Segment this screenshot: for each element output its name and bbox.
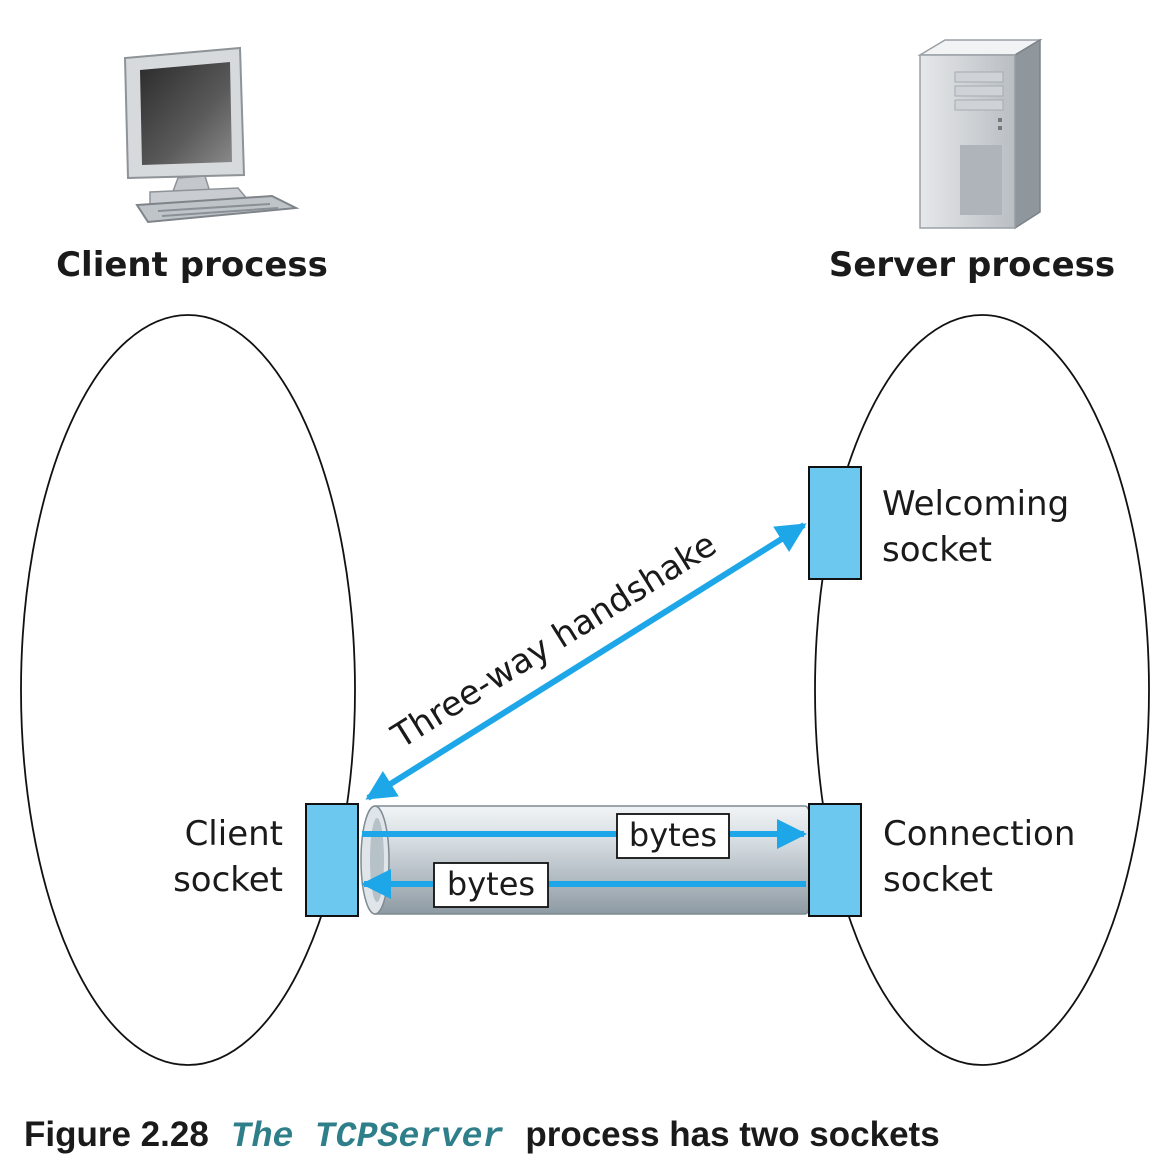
connection-socket xyxy=(808,803,862,917)
connection-socket-label-line1: Connection xyxy=(883,814,1075,854)
bytes-to-client-label: bytes xyxy=(447,865,535,903)
client-socket xyxy=(305,803,359,917)
client-socket-label-line2: socket xyxy=(173,860,283,900)
welcoming-socket-label-line2: socket xyxy=(882,530,992,570)
desktop-computer-icon xyxy=(123,46,300,224)
connection-socket-label-line2: socket xyxy=(883,860,993,900)
client-process-label: Client process xyxy=(56,245,328,285)
client-process-boundary xyxy=(20,314,356,1066)
bytes-to-server-label: bytes xyxy=(629,816,717,854)
figure-number: Figure 2.28 xyxy=(24,1115,209,1154)
server-tower-icon xyxy=(917,38,1043,230)
figure-caption-code: The TCPServer xyxy=(231,1117,504,1157)
server-process-boundary xyxy=(814,314,1150,1066)
figure-caption: Figure 2.28 The TCPServer process has tw… xyxy=(24,1115,940,1157)
welcoming-socket-label-line1: Welcoming xyxy=(882,484,1069,524)
server-process-label: Server process xyxy=(829,245,1115,285)
figure-caption-text: process has two sockets xyxy=(525,1115,939,1154)
tcp-connection-pipe xyxy=(360,805,816,915)
client-socket-label-line1: Client xyxy=(185,814,283,854)
handshake-arrow xyxy=(365,522,807,801)
handshake-label: Three-way handshake xyxy=(384,525,723,758)
welcoming-socket xyxy=(808,466,862,580)
